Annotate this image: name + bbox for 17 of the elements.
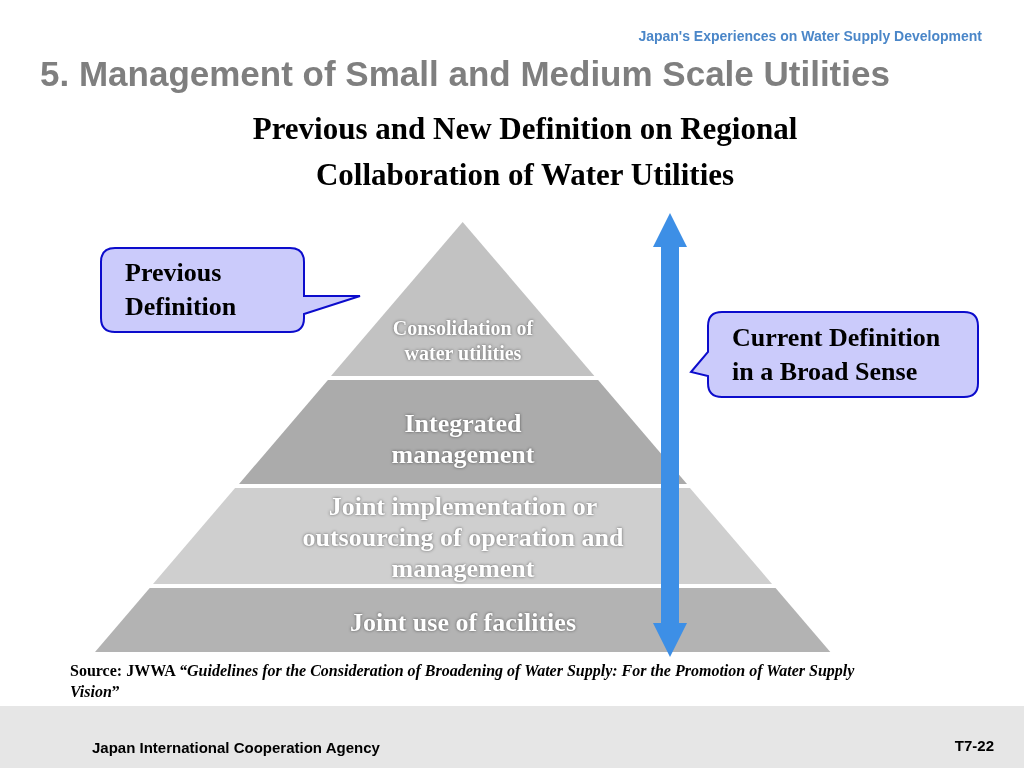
page-number: T7-22 [954, 736, 994, 756]
callout-bubble [689, 311, 979, 398]
pyramid-tier [95, 588, 831, 652]
source-note: Source: JWWA “Guidelines for the Consideration of Broadening of Water Supply: For the Promotion of Water Supply Vision” [70, 661, 856, 702]
callout-text: Previous Definition [125, 257, 238, 323]
tier-label: Integrated management [390, 408, 536, 470]
callout-text: Current Definition in a Broad Sense [732, 321, 942, 388]
callout-bubble [100, 247, 362, 333]
pyramid-tier [239, 380, 687, 484]
tier-label: Consolidation of water utilities [391, 316, 535, 366]
pyramid-tier [331, 222, 595, 376]
slide-title: 5. Management of Small and Medium Scale Utilities [40, 53, 890, 95]
diagram-heading: Previous and New Definition on Regional Collaboration of Water Utilities [251, 110, 799, 194]
pyramid-tier [153, 488, 773, 584]
header-text: Japan's Experiences on Water Supply Development [638, 27, 982, 46]
footer-text: Japan International Cooperation Agency [92, 738, 380, 758]
tier-label: Joint use of facilities [349, 607, 576, 638]
